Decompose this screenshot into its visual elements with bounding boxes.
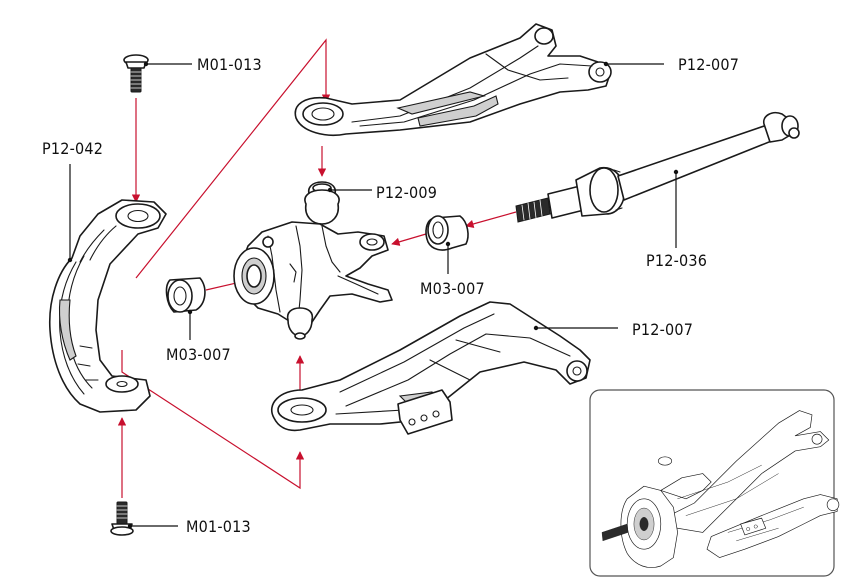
callout-screw-bottom: M01-013: [127, 517, 251, 536]
drive-shaft-part: [515, 111, 800, 223]
screw-bottom-part: [110, 501, 134, 536]
label-spacer-left: M03-007: [166, 345, 231, 364]
hub-carrier-part: [233, 221, 393, 340]
label-upper-arm: P12-007: [678, 55, 739, 74]
label-knuckle: P12-042: [42, 139, 103, 158]
label-drive-shaft: P12-036: [646, 251, 707, 270]
label-screw-top: M01-013: [197, 55, 262, 74]
label-pivot-ball: P12-009: [376, 183, 437, 202]
callout-screw-top: M01-013: [143, 55, 262, 74]
lower-arm-mount-block: [397, 389, 453, 435]
assembled-view-inset: [589, 389, 840, 577]
callout-spacer-right: M03-007: [420, 241, 485, 298]
lower-arm-part: [271, 301, 591, 435]
assembly-guide-lines: [117, 38, 517, 498]
callout-lower-arm: P12-007: [533, 320, 693, 339]
knuckle-part: [48, 199, 167, 413]
guide-knuckle-lower-arm: [121, 350, 305, 490]
label-spacer-right: M03-007: [420, 279, 485, 298]
spacer-right-part: [425, 215, 469, 251]
guide-shaft-spacer: [465, 211, 517, 229]
guide-spacer-carrier: [391, 233, 427, 246]
callout-knuckle: P12-042: [42, 139, 103, 263]
guide-knuckle-upper-arm: [135, 38, 331, 279]
callout-spacer-left: M03-007: [166, 309, 231, 364]
label-lower-arm: P12-007: [632, 320, 693, 339]
label-screw-bottom: M01-013: [186, 517, 251, 536]
screw-top-part: [123, 54, 149, 93]
pivot-ball-part: [304, 181, 340, 225]
callout-upper-arm: P12-007: [603, 55, 739, 74]
callout-pivot-ball: P12-009: [327, 183, 437, 202]
upper-arm-part: [294, 23, 612, 136]
callout-drive-shaft: P12-036: [646, 169, 707, 270]
spacer-left-part: [165, 277, 206, 313]
